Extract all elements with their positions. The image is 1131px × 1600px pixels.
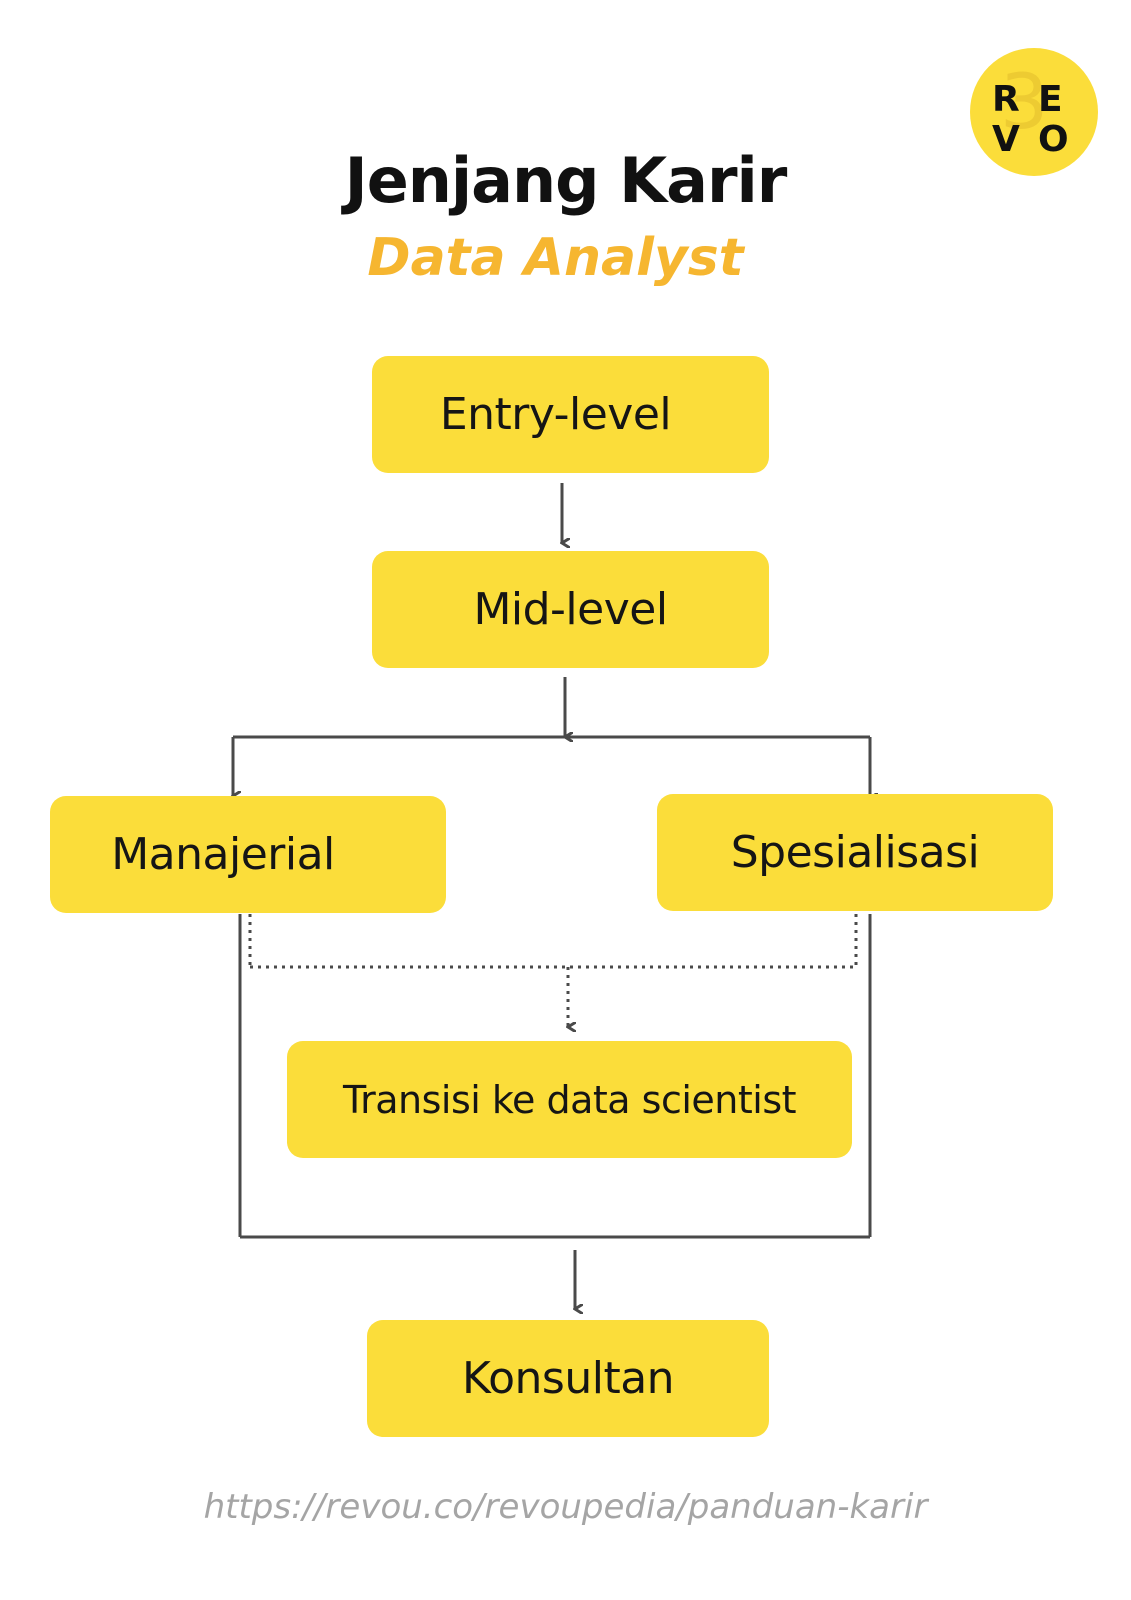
node-konsultan-label: Konsultan — [461, 1353, 675, 1404]
source-url: https://revou.co/revoupedia/panduan-kari… — [203, 1487, 928, 1527]
logo-letter-o: O — [1038, 119, 1069, 160]
node-transisi: Transisi ke data scientist — [287, 1041, 852, 1158]
page-subtitle: Data Analyst — [367, 228, 744, 288]
logo-mark: 3 — [1000, 57, 1049, 146]
node-entry-level: Entry-level — [372, 356, 769, 473]
node-transisi-label: Transisi ke data scientist — [342, 1077, 797, 1122]
node-spesialisasi-label: Spesialisasi — [730, 827, 980, 878]
revou-logo — [970, 48, 1098, 176]
node-konsultan: Konsultan — [367, 1320, 769, 1437]
logo-letter-v: V — [992, 119, 1020, 160]
logo-letter-r: R — [992, 79, 1020, 120]
page-title: Jenjang Karir — [344, 144, 788, 217]
node-spesialisasi: Spesialisasi — [657, 794, 1053, 911]
node-mid-level-label: Mid-level — [473, 584, 668, 635]
node-manajerial: Manajerial — [50, 796, 446, 913]
node-entry-level-label: Entry-level — [439, 389, 672, 440]
node-manajerial-label: Manajerial — [111, 829, 335, 880]
logo-letter-e: E — [1038, 79, 1063, 120]
node-mid-level: Mid-level — [372, 551, 769, 668]
